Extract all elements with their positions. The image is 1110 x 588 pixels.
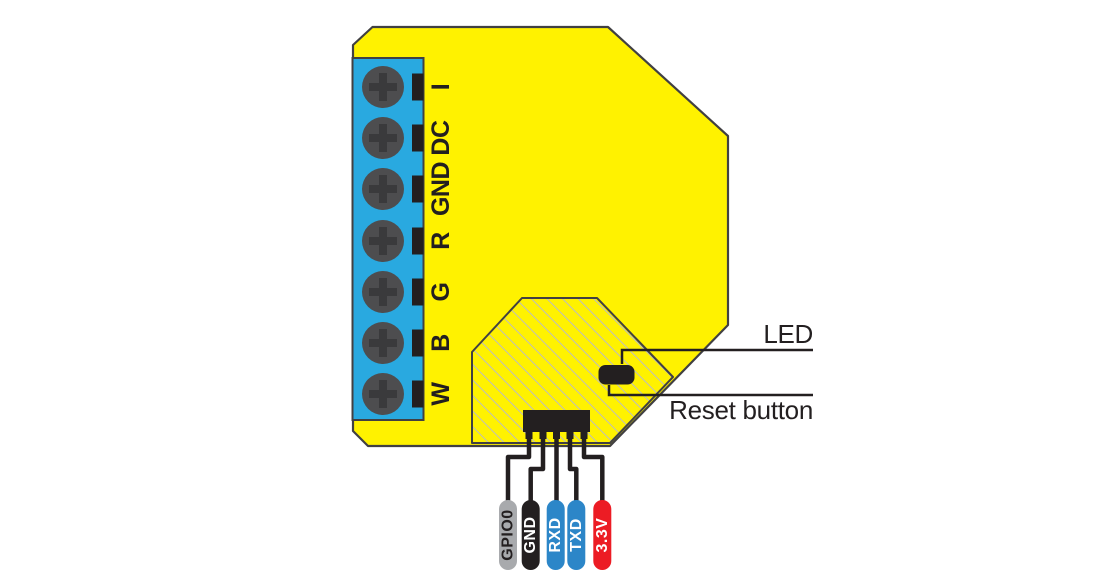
pin-label-gpio0: GPIO0	[500, 509, 517, 560]
pin-pill-txd	[567, 500, 586, 570]
pin-label-txd: TXD	[568, 518, 585, 552]
pin-label-gnd: GND	[522, 516, 539, 553]
pin-label-3v3: 3.3V	[594, 518, 611, 553]
screw-terminal-3	[362, 168, 404, 210]
screw-terminals	[362, 66, 404, 415]
pin-pill-gnd	[521, 500, 540, 570]
reset-callout-line	[607, 385, 813, 397]
terminal-contact	[412, 227, 424, 255]
terminal-label-b: B	[427, 334, 455, 352]
reset-button	[598, 365, 635, 385]
wire-txd	[567, 433, 579, 505]
screw-terminal-1	[362, 66, 404, 108]
wire-3v3	[581, 433, 605, 505]
terminal-contact	[412, 124, 424, 152]
screw-terminal-5	[362, 271, 404, 313]
terminal-contact	[412, 278, 424, 306]
led-callout-line	[620, 348, 813, 364]
pin-pill-rxd	[546, 500, 565, 570]
programming-header	[523, 410, 590, 432]
pin-pill-gpio0	[499, 500, 517, 570]
screw-terminal-4	[362, 220, 404, 262]
terminal-label-dc: DC	[427, 120, 455, 156]
hatched-region	[471, 297, 674, 444]
program-pin-pills: GPIO0 GND RXD TXD 3.3V	[499, 500, 612, 570]
terminal-label-gnd: GND	[427, 162, 455, 216]
terminal-contact	[412, 380, 424, 408]
terminal-contacts	[412, 73, 424, 408]
screw-terminal-2	[362, 117, 404, 159]
reset-button-label: Reset button	[669, 395, 813, 425]
terminal-contact	[412, 329, 424, 357]
program-wires	[505, 433, 605, 505]
terminal-label-w: W	[427, 382, 455, 406]
led-label: LED	[763, 319, 813, 349]
pin-label-rxd: RXD	[547, 517, 564, 552]
terminal-labels: I DC GND R G B W	[427, 84, 455, 406]
screw-terminal-7	[362, 373, 404, 415]
wire-gpio0	[505, 433, 532, 505]
screw-terminal-6	[362, 322, 404, 364]
terminal-label-i: I	[427, 84, 455, 90]
terminal-contact	[412, 175, 424, 203]
terminal-label-g: G	[427, 283, 455, 302]
pin-pill-3v3	[593, 500, 612, 570]
wire-gnd	[528, 433, 546, 505]
terminal-contact	[412, 73, 424, 101]
terminal-label-r: R	[427, 232, 455, 250]
